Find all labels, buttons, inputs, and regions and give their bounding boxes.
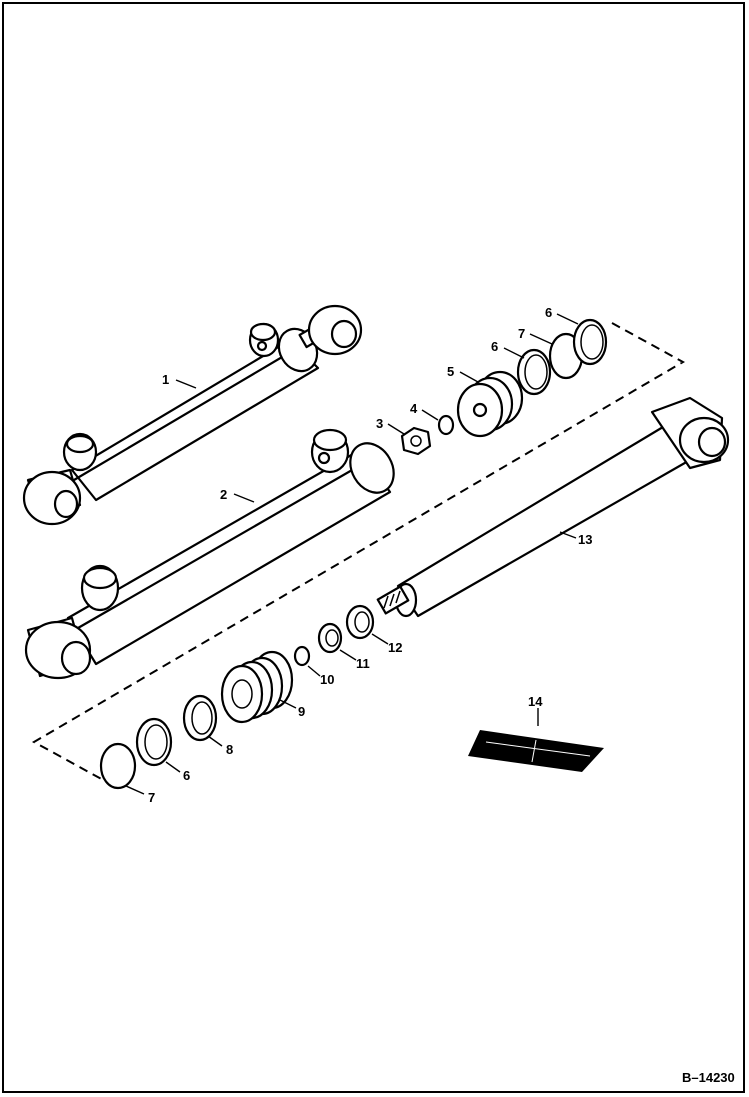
callout-11: 11: [356, 656, 370, 671]
nut: [400, 426, 432, 456]
backup-ring-upper-a-inner: [524, 354, 548, 390]
callout-6-upper-left: 6: [491, 339, 498, 354]
piston-rod: [376, 396, 730, 618]
callout-6-upper-right: 6: [545, 305, 552, 320]
seal-ring-lower: [99, 742, 137, 790]
assembly-boundary: [31, 322, 686, 782]
snap-ring-lower: [135, 717, 173, 767]
backup-ring-lower: [182, 694, 218, 742]
callout-12: 12: [388, 640, 402, 655]
callout-1: 1: [162, 372, 169, 387]
callout-13: 13: [578, 532, 592, 547]
backup-ring-upper-b-inner: [580, 324, 604, 360]
piston-upper: [456, 370, 524, 438]
o-ring-upper: [437, 414, 455, 436]
cylinder-small: [22, 304, 363, 526]
backup-ring-upper-a: [516, 348, 552, 396]
callout-10: 10: [320, 672, 334, 687]
seal-kit: [468, 730, 604, 772]
callout-7-upper: 7: [518, 326, 525, 341]
callout-8: 8: [226, 742, 233, 757]
cylinder-large: [24, 428, 395, 680]
callout-6-lower: 6: [183, 768, 190, 783]
figure-reference: B–14230: [682, 1070, 735, 1085]
cylinder-head: [220, 650, 294, 724]
callout-14: 14: [528, 694, 543, 709]
callout-7-lower: 7: [148, 790, 155, 805]
callout-3: 3: [376, 416, 383, 431]
backup-ring-upper-b: [572, 318, 608, 366]
callout-4: 4: [410, 401, 418, 416]
o-ring-lower: [293, 645, 311, 667]
callout-2: 2: [220, 487, 227, 502]
callout-9: 9: [298, 704, 305, 719]
callout-5: 5: [447, 364, 454, 379]
